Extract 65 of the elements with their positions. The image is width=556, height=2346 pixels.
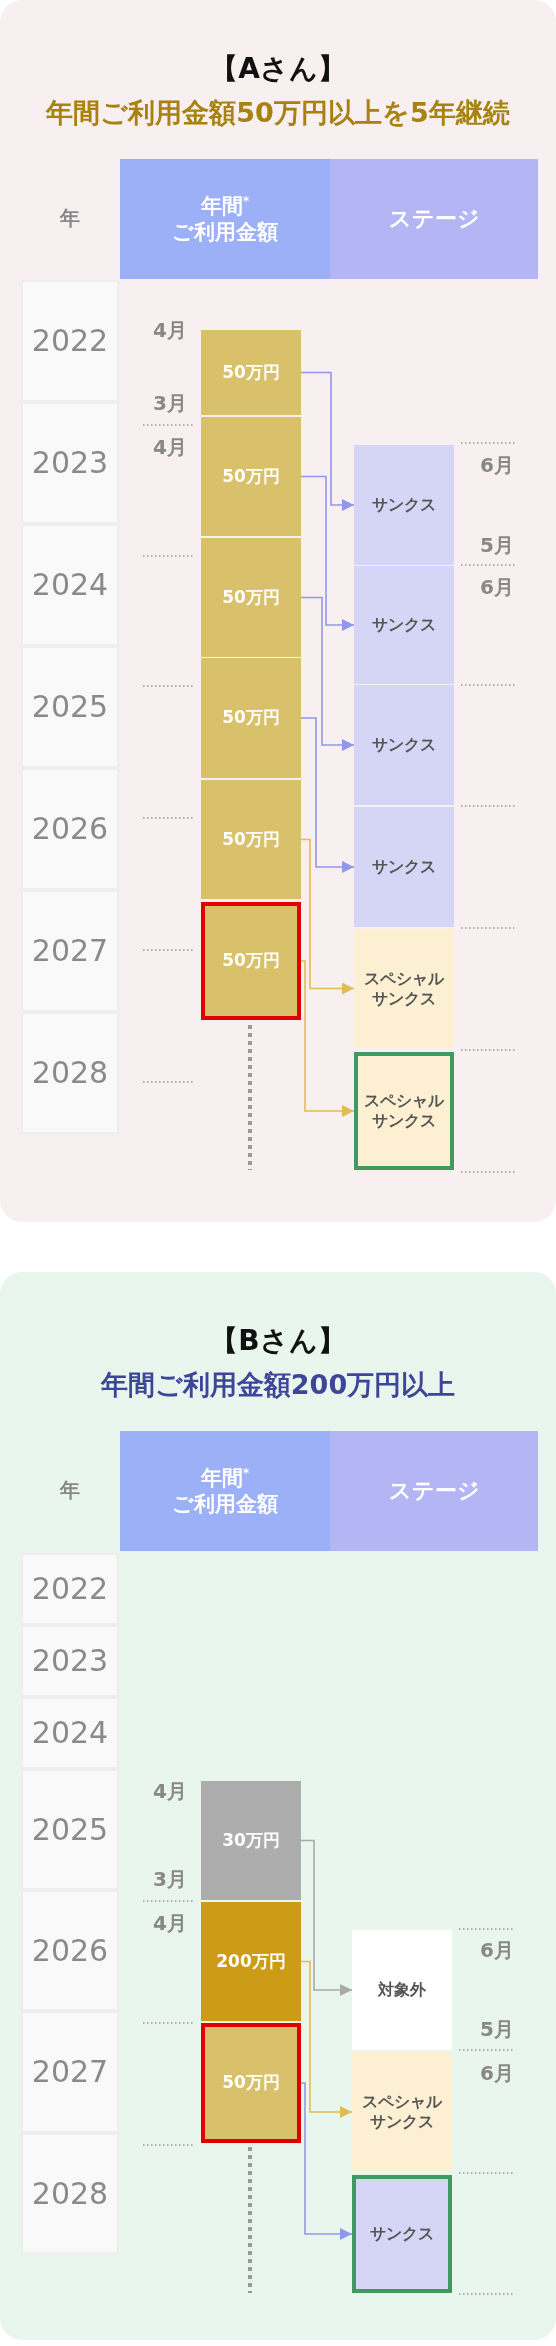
- panel-subtitle: 年間ご利用金額50万円以上を5年継続: [44, 96, 511, 130]
- amount-bar: 50万円: [201, 780, 301, 899]
- arrow: [300, 1960, 353, 2118]
- month-label: 4月: [153, 433, 187, 461]
- header-cell: 年間$^{*}$ご利用金額: [120, 1431, 330, 1551]
- arrow: [300, 475, 355, 631]
- year-cell: 2027: [21, 890, 119, 1012]
- month-label: 3月: [153, 1865, 187, 1893]
- amount-bar: 50万円: [201, 330, 301, 415]
- amount-bar: 50万円: [201, 538, 301, 657]
- year-cell: 2023: [21, 402, 119, 524]
- amount-bar: 30万円: [201, 1781, 301, 1900]
- amount-bar: 50万円: [201, 658, 301, 778]
- year-cell: 2026: [21, 1890, 119, 2011]
- year-cell: 2028: [21, 1012, 119, 1134]
- month-label: 5月: [480, 2015, 514, 2043]
- year-cell: 2027: [21, 2011, 119, 2133]
- panel-card: [0, 0, 556, 1222]
- stage-box: サンクス: [354, 445, 454, 565]
- stage-box: 対象外: [352, 1930, 452, 2050]
- header-cell: ステージ: [330, 159, 538, 279]
- month-label: 6月: [480, 451, 514, 479]
- month-label: 3月: [153, 389, 187, 417]
- header-cell: ステージ: [330, 1431, 538, 1551]
- month-label: 4月: [153, 316, 187, 344]
- stage-box: スペシャルサンクス: [352, 2052, 452, 2172]
- month-label: 6月: [480, 1936, 514, 1964]
- month-label: 6月: [480, 573, 514, 601]
- amount-bar: 50万円: [201, 902, 301, 1020]
- amount-bar: 200万円: [201, 1902, 301, 2021]
- year-cell: 2026: [21, 768, 119, 890]
- stage-box: サンクス: [352, 2175, 452, 2293]
- header-cell: 年間$^{*}$ご利用金額: [120, 159, 330, 279]
- month-label: 5月: [480, 531, 514, 559]
- stage-box: サンクス: [354, 685, 454, 805]
- month-label: 4月: [153, 1777, 187, 1805]
- year-cell: 2024: [21, 524, 119, 646]
- arrow: [300, 371, 355, 511]
- year-cell: 2023: [21, 1625, 119, 1697]
- panel-title: 【Aさん】: [209, 51, 347, 87]
- month-label: 4月: [153, 1909, 187, 1937]
- year-cell: 2025: [21, 1769, 119, 1890]
- arrow: [300, 838, 355, 995]
- arrow: [300, 596, 355, 751]
- arrow: [300, 717, 355, 873]
- stage-box: サンクス: [354, 807, 454, 927]
- amount-bar: 50万円: [201, 417, 301, 536]
- year-cell: 2025: [21, 646, 119, 768]
- column-label: 年: [60, 1476, 80, 1504]
- year-cell: 2022: [21, 280, 119, 402]
- month-label: 6月: [480, 2059, 514, 2087]
- arrow: [300, 1839, 353, 1996]
- year-cell: 2022: [21, 1553, 119, 1625]
- year-cell: 2024: [21, 1697, 119, 1769]
- panel-title: 【Bさん】: [209, 1323, 347, 1359]
- arrow: [300, 960, 355, 1117]
- column-label: 年: [60, 204, 80, 232]
- amount-bar: 50万円: [201, 2023, 301, 2143]
- panel-subtitle: 年間ご利用金額200万円以上: [99, 1368, 457, 1402]
- arrow: [300, 2082, 353, 2240]
- stage-box: スペシャルサンクス: [354, 929, 454, 1048]
- stage-box: スペシャルサンクス: [354, 1052, 454, 1170]
- panel-card: [0, 1272, 556, 2340]
- year-cell: 2028: [21, 2133, 119, 2254]
- stage-box: サンクス: [354, 566, 454, 684]
